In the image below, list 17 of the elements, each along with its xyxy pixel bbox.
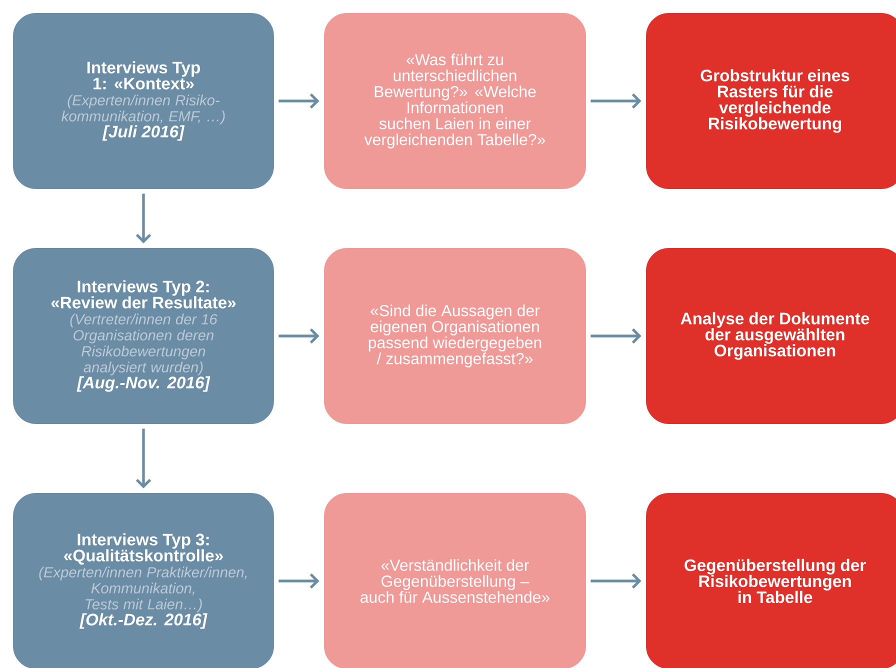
interview-box: Interviews Typ 3: «Qualitätskontrolle» (Experten/innen Praktiker/innen, Kommunikation, Tests mit Laien…) [Okt.-Dez. 2016] xyxy=(11,491,276,668)
arrow xyxy=(278,328,320,344)
interview-box: Interviews Typ 1: «Kontext» (Experten/innen Risiko-kommunikation, EMF, …) [Juli 2016] xyxy=(11,11,276,191)
result-box: Gegenüberstellung der Risikobewertungen in Tabelle xyxy=(644,491,896,668)
arrow xyxy=(278,573,320,589)
arrow xyxy=(136,194,152,244)
arrow xyxy=(590,328,642,344)
question-box: «Sind die Aussagen der eigenen Organisationen passend wiedergegeben / zusammengefasst?» xyxy=(322,246,588,426)
arrow xyxy=(278,93,320,109)
arrow xyxy=(590,93,642,109)
result-box: Grobstruktur eines Rasters für die vergleichende Risikobewertung xyxy=(644,11,896,191)
interview-box: Interviews Typ 2: «Review der Resultate» (Vertreter/innen der 16 Organisationen deren Risikobewertungen analysiert wurden) [Aug.-Nov. 2016] xyxy=(11,246,276,426)
arrow xyxy=(590,573,642,589)
question-box: «Verständlichkeit der Gegenüberstellung – auch für Aussenstehende» xyxy=(322,491,588,668)
question-box: «Was führt zu unterschiedlichen Bewertung?» «Welche Informationen suchen Laien in einer vergleichenden Tabelle?» xyxy=(322,11,588,191)
arrow xyxy=(136,428,152,488)
result-box: Analyse der Dokumente der ausgewählten Organisationen xyxy=(644,246,896,426)
